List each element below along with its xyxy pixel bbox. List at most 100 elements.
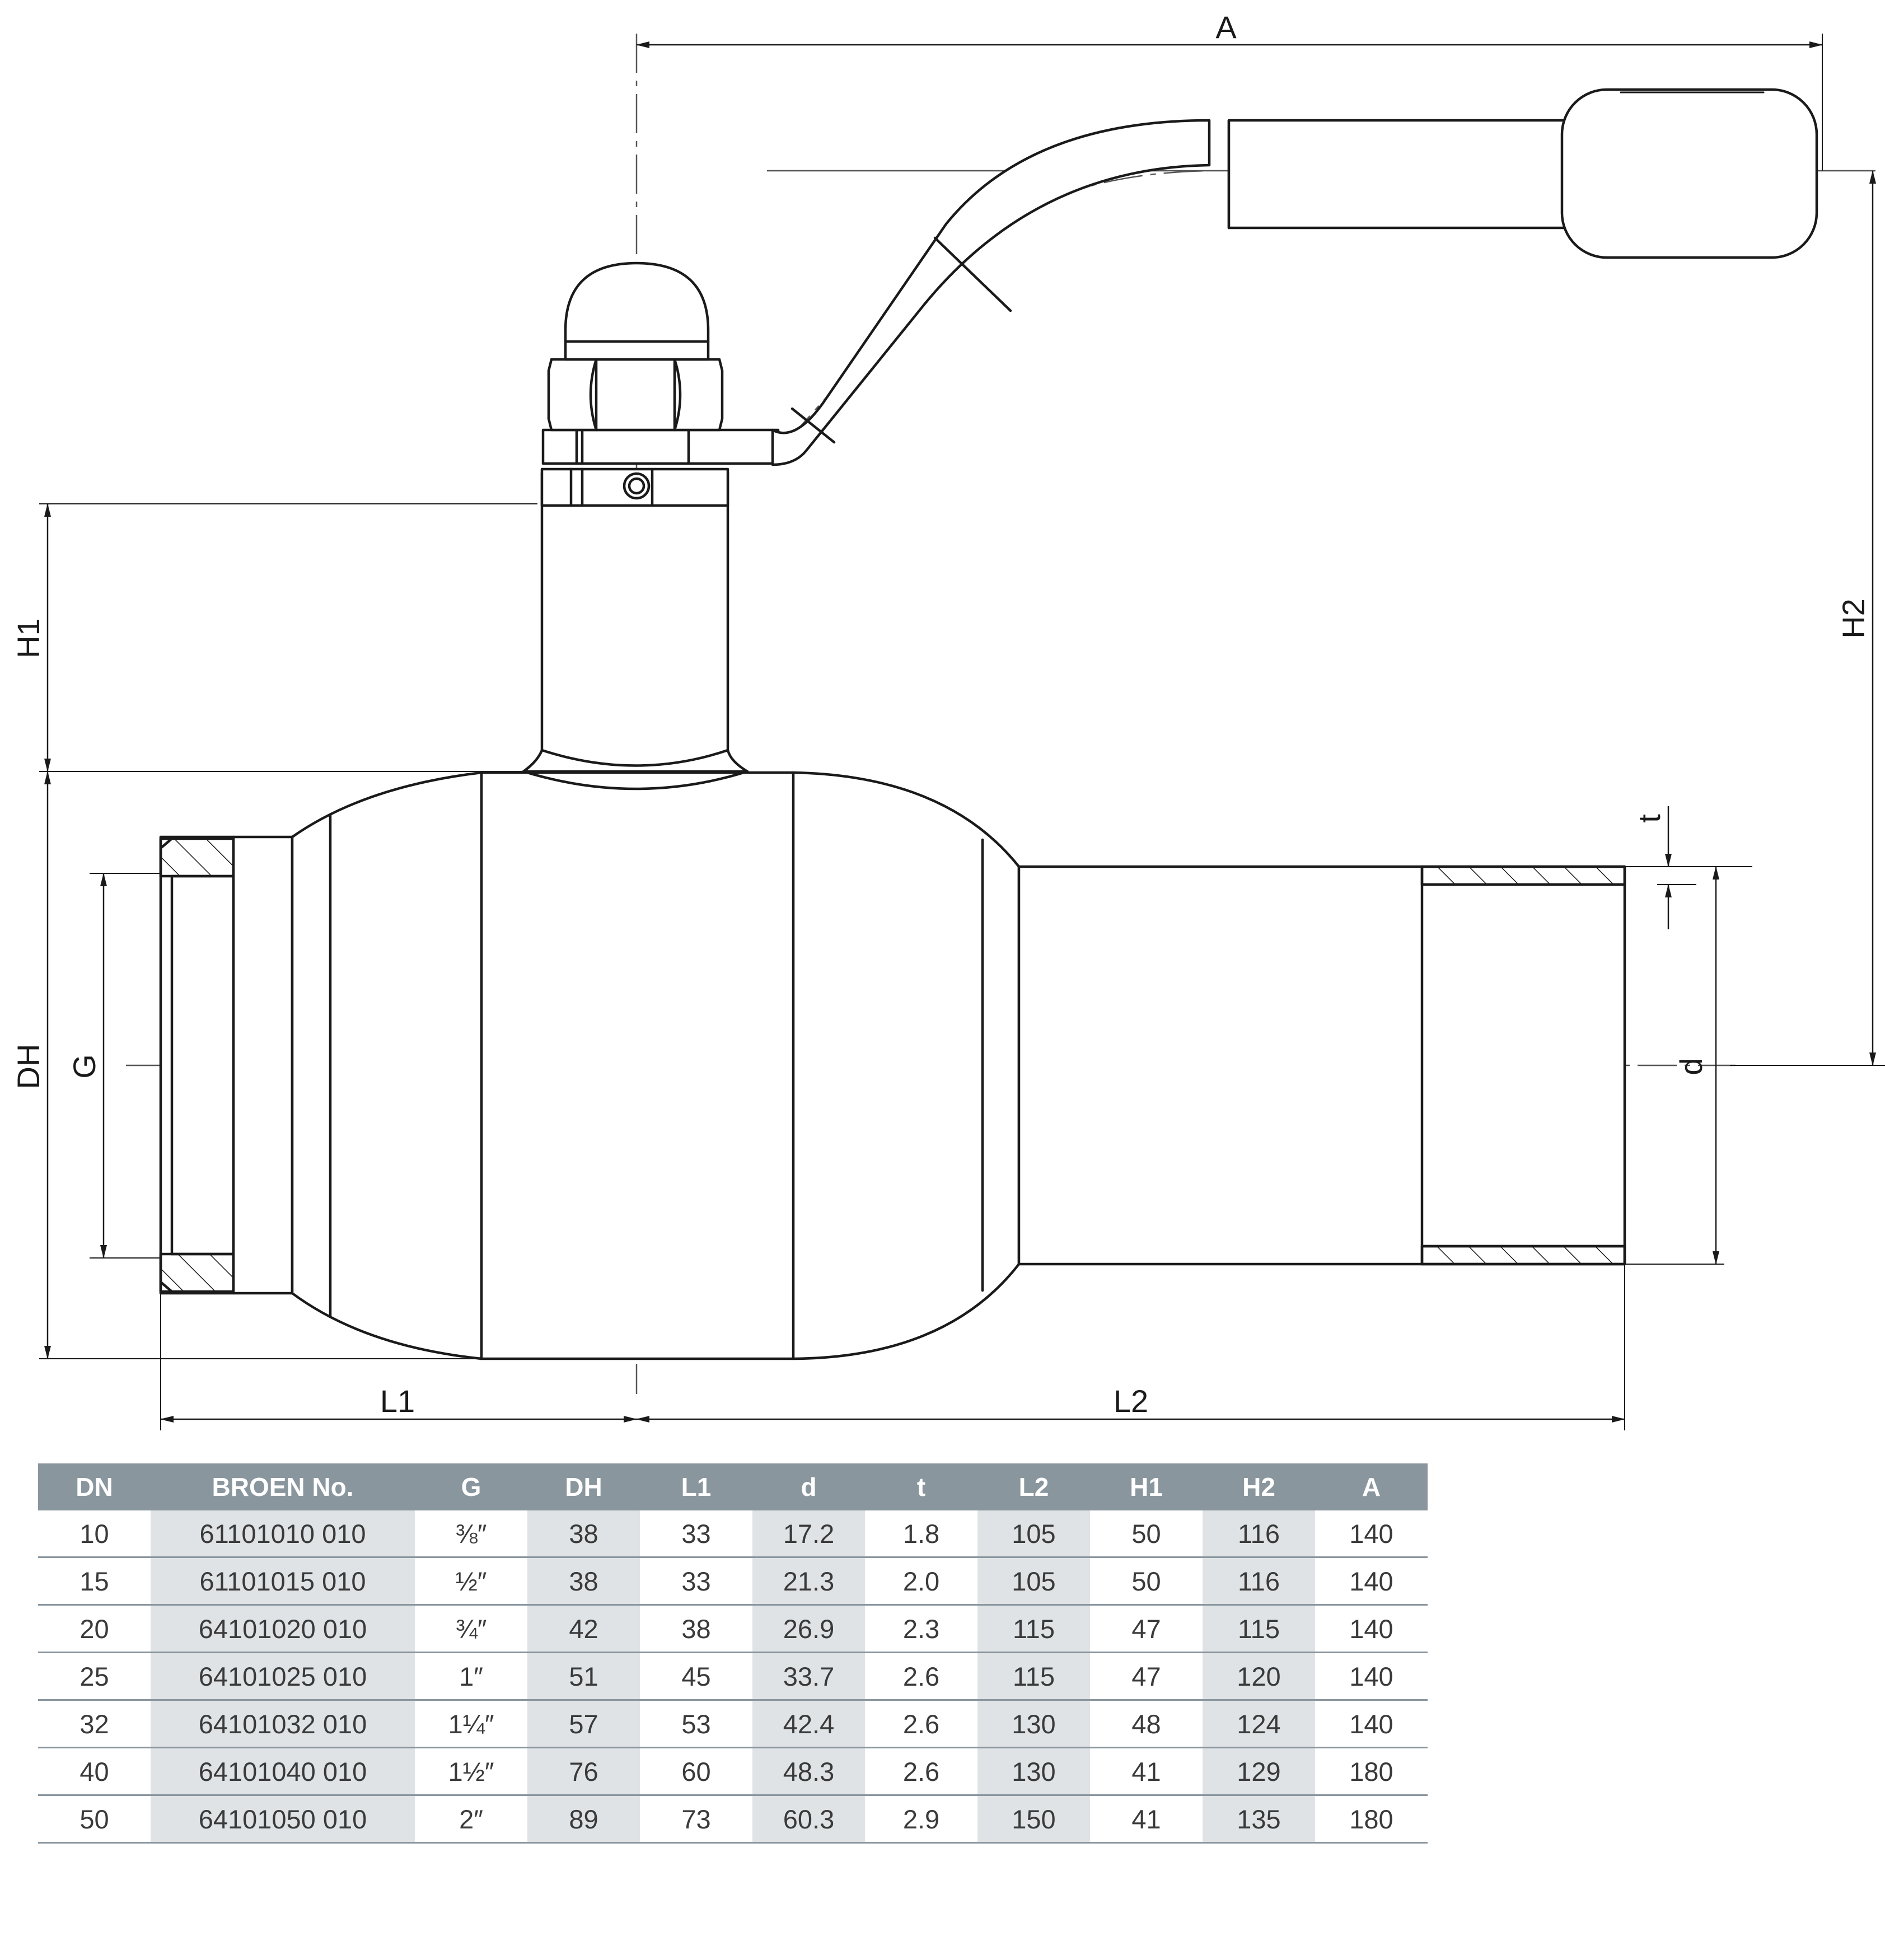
table-cell-h1: 50 bbox=[1090, 1557, 1203, 1606]
table-cell-t: 2.6 bbox=[865, 1747, 977, 1796]
table-cell-h2: 115 bbox=[1203, 1605, 1315, 1653]
table-cell-broen-no: 64101032 010 bbox=[151, 1700, 415, 1748]
col-header-dn: DN bbox=[38, 1463, 151, 1510]
table-cell-h1: 48 bbox=[1090, 1700, 1203, 1748]
table-cell-dn: 20 bbox=[38, 1605, 151, 1653]
right-pipe bbox=[1017, 865, 1626, 1266]
table-cell-dh: 38 bbox=[527, 1557, 640, 1606]
table-cell-g: ¾″ bbox=[415, 1605, 527, 1653]
table-cell-h2: 124 bbox=[1203, 1700, 1315, 1748]
table-cell-broen-no: 64101025 010 bbox=[151, 1652, 415, 1701]
table-header-row: DN BROEN No. G DH L1 d t L2 H1 H2 A bbox=[38, 1463, 1428, 1510]
table-cell-d: 21.3 bbox=[752, 1557, 865, 1606]
table-cell-a: 140 bbox=[1315, 1652, 1428, 1701]
table-cell-g: 1″ bbox=[415, 1652, 527, 1701]
table-cell-t: 1.8 bbox=[865, 1510, 977, 1558]
table-cell-h2: 120 bbox=[1203, 1652, 1315, 1701]
table-cell-d: 42.4 bbox=[752, 1700, 865, 1748]
dimension-lines bbox=[44, 41, 1876, 1423]
table-cell-l2: 105 bbox=[977, 1510, 1090, 1558]
dim-label-A: A bbox=[1215, 10, 1237, 45]
dim-label-L1: L1 bbox=[380, 1383, 415, 1419]
table-cell-dh: 38 bbox=[527, 1510, 640, 1558]
dim-label-H1: H1 bbox=[11, 618, 46, 658]
table-cell-h2: 129 bbox=[1203, 1747, 1315, 1796]
table-cell-l2: 130 bbox=[977, 1747, 1090, 1796]
col-header-l2: L2 bbox=[977, 1463, 1090, 1510]
table-cell-d: 17.2 bbox=[752, 1510, 865, 1558]
table-cell-l2: 115 bbox=[977, 1605, 1090, 1653]
table-cell-l1: 73 bbox=[640, 1795, 752, 1844]
table-cell-h1: 50 bbox=[1090, 1510, 1203, 1558]
table-cell-h2: 116 bbox=[1203, 1557, 1315, 1606]
table-cell-t: 2.9 bbox=[865, 1795, 977, 1844]
table-cell-t: 2.6 bbox=[865, 1700, 977, 1748]
table-cell-g: ⅜″ bbox=[415, 1510, 527, 1558]
col-header-g: G bbox=[415, 1463, 527, 1510]
table-cell-a: 140 bbox=[1315, 1605, 1428, 1653]
table-cell-l1: 33 bbox=[640, 1557, 752, 1606]
handle-bar bbox=[541, 428, 780, 465]
table-cell-g: 1¼″ bbox=[415, 1700, 527, 1748]
table-cell-t: 2.0 bbox=[865, 1557, 977, 1606]
table-cell-l2: 130 bbox=[977, 1700, 1090, 1748]
table-cell-dh: 57 bbox=[527, 1700, 640, 1748]
dim-label-DH: DH bbox=[11, 1044, 46, 1089]
table-cell-d: 48.3 bbox=[752, 1747, 865, 1796]
table-cell-dn: 32 bbox=[38, 1700, 151, 1748]
dim-label-L2: L2 bbox=[1114, 1383, 1148, 1419]
table-cell-d: 33.7 bbox=[752, 1652, 865, 1701]
table-cell-a: 140 bbox=[1315, 1557, 1428, 1606]
col-header-a: A bbox=[1315, 1463, 1428, 1510]
cap-nut bbox=[564, 261, 710, 361]
table-cell-h1: 41 bbox=[1090, 1747, 1203, 1796]
hex-nut bbox=[547, 358, 724, 432]
dim-label-G: G bbox=[67, 1054, 102, 1079]
socket-thread-hatch-bottom bbox=[159, 1252, 235, 1293]
stop-pin bbox=[623, 472, 651, 500]
table-cell-h2: 116 bbox=[1203, 1510, 1315, 1558]
table-cell-h2: 135 bbox=[1203, 1795, 1315, 1844]
valve-outline bbox=[159, 88, 1818, 1360]
pipe-wall-hatch-top bbox=[1420, 865, 1626, 886]
table-cell-a: 180 bbox=[1315, 1747, 1428, 1796]
col-header-dh: DH bbox=[527, 1463, 640, 1510]
table-cell-broen-no: 61101010 010 bbox=[151, 1510, 415, 1558]
table-cell-dh: 76 bbox=[527, 1747, 640, 1796]
table-cell-dh: 51 bbox=[527, 1652, 640, 1701]
dim-label-t: t bbox=[1631, 814, 1667, 823]
col-header-l1: L1 bbox=[640, 1463, 752, 1510]
table-cell-l2: 105 bbox=[977, 1557, 1090, 1606]
table-cell-d: 26.9 bbox=[752, 1605, 865, 1653]
col-header-d: d bbox=[752, 1463, 865, 1510]
pipe-wall-hatch-bottom bbox=[1420, 1245, 1626, 1266]
table-cell-l2: 115 bbox=[977, 1652, 1090, 1701]
table-cell-l2: 150 bbox=[977, 1795, 1090, 1844]
table-cell-l1: 53 bbox=[640, 1700, 752, 1748]
table-cell-dh: 89 bbox=[527, 1795, 640, 1844]
table-cell-g: ½″ bbox=[415, 1557, 527, 1606]
lever-handle bbox=[771, 119, 1211, 466]
ball-body bbox=[291, 771, 1021, 1360]
valve-technical-drawing: A H1 DH G H2 d t L1 L2 bbox=[11, 10, 1885, 1430]
dim-label-d: d bbox=[1673, 1058, 1709, 1075]
table-cell-broen-no: 64101040 010 bbox=[151, 1747, 415, 1796]
table-cell-h1: 47 bbox=[1090, 1605, 1203, 1653]
table-cell-l1: 33 bbox=[640, 1510, 752, 1558]
table-cell-l1: 45 bbox=[640, 1652, 752, 1701]
table-cell-a: 180 bbox=[1315, 1795, 1428, 1844]
table-cell-l1: 60 bbox=[640, 1747, 752, 1796]
table-cell-t: 2.6 bbox=[865, 1652, 977, 1701]
dim-label-H2: H2 bbox=[1836, 598, 1871, 639]
table-cell-dh: 42 bbox=[527, 1605, 640, 1653]
col-header-h2: H2 bbox=[1203, 1463, 1315, 1510]
table-cell-broen-no: 64101050 010 bbox=[151, 1795, 415, 1844]
table-cell-a: 140 bbox=[1315, 1510, 1428, 1558]
